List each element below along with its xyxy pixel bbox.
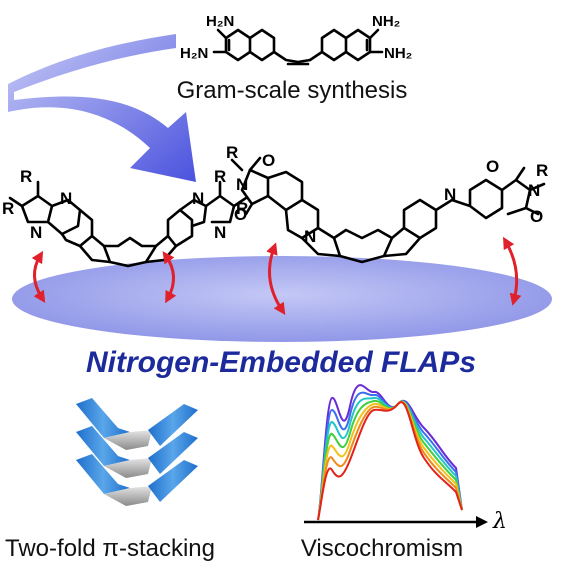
r-group-label: R	[214, 167, 226, 186]
oxygen-label: O	[262, 151, 275, 170]
caption-pi-stacking: Two-fold π-stacking	[5, 535, 215, 562]
spectrum-line	[317, 396, 463, 521]
amine-label: H₂N	[180, 45, 208, 62]
red-arrow	[31, 250, 46, 304]
caption-gram-scale: Gram-scale synthesis	[177, 77, 408, 104]
spectrum-line	[317, 391, 463, 521]
amine-label: NH₂	[372, 13, 400, 30]
oxygen-label: O	[486, 157, 499, 176]
nitrogen-label: N	[60, 189, 72, 208]
viscochromism-plot: λ	[304, 384, 507, 534]
stack-layer	[76, 454, 198, 506]
nitrogen-label: N	[192, 189, 204, 208]
spectrum-line	[317, 384, 463, 521]
pi-stacking-illustration	[76, 398, 198, 506]
axis-arrowhead	[476, 516, 488, 528]
spectra-lines	[317, 384, 463, 521]
stack-layer	[76, 426, 198, 478]
red-arrow	[162, 251, 177, 304]
caption-viscochromism: Viscochromism	[301, 535, 463, 562]
synthesis-arrow	[8, 34, 196, 182]
r-group-label: R	[2, 199, 14, 218]
flapping-arrows	[31, 236, 522, 315]
nitrogen-label: N	[444, 185, 456, 204]
oxygen-label: O	[530, 207, 543, 226]
main-title: Nitrogen-Embedded FLAPs	[86, 346, 476, 379]
spectrum-line	[317, 399, 463, 521]
red-arrow	[503, 236, 522, 306]
red-arrow	[266, 242, 286, 315]
r-group-label: R	[226, 143, 238, 162]
spectrum-line	[317, 400, 463, 521]
r-group-label: R	[536, 161, 548, 180]
spectrum-line	[317, 400, 463, 521]
nitrogen-label: N	[30, 223, 42, 242]
tetraamine-molecule: H₂N H₂N NH₂ NH₂	[180, 13, 412, 66]
imide-flap-molecule: R N O O N N O N R O	[226, 143, 548, 264]
wavelength-symbol: λ	[492, 509, 507, 534]
r-group-label: R	[20, 167, 32, 186]
stack-layer	[76, 398, 198, 450]
flap-disk	[12, 256, 552, 342]
nitrogen-label: N	[214, 223, 226, 242]
nitrogen-label: N	[304, 227, 316, 246]
diazole-flap-molecule: R R N N N N R R	[2, 167, 248, 268]
nitrogen-label: N	[236, 175, 248, 194]
oxygen-label: O	[234, 205, 247, 224]
amine-label: NH₂	[384, 45, 412, 62]
amine-label: H₂N	[206, 13, 234, 30]
spectrum-line	[317, 401, 463, 521]
nitrogen-label: N	[528, 181, 540, 200]
